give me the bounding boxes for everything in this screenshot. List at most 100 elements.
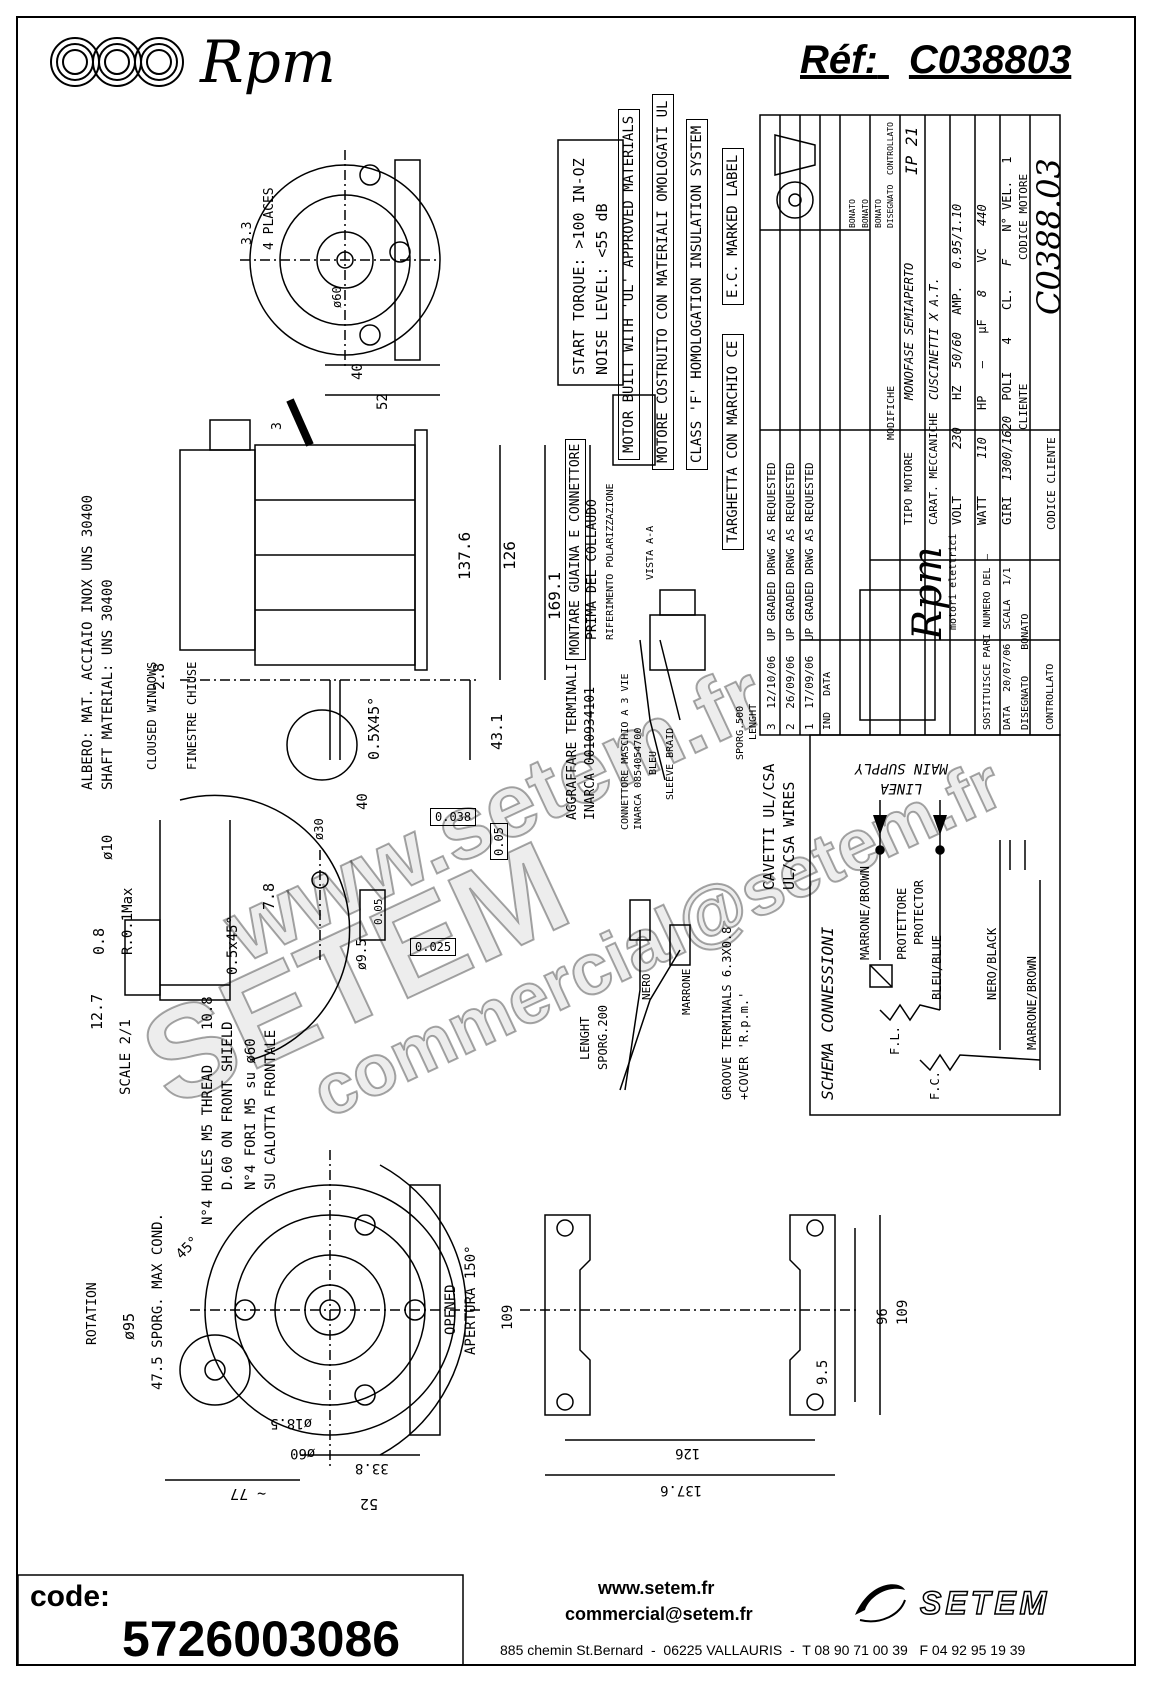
arrow-icon: [873, 815, 887, 835]
dim-3-3: 3.3: [240, 221, 255, 245]
dim-7-8: 7.8: [260, 882, 278, 910]
motor-front-view: [165, 1150, 480, 1481]
schema-fc: F.C.: [928, 1071, 942, 1100]
code-label: code:: [30, 1580, 111, 1613]
rev-header-ind: IND: [822, 711, 833, 730]
schema-bleu-blue: BLEU/BLUE: [930, 934, 944, 1000]
note-connector-2: INARCA 0854054700: [633, 727, 644, 830]
scala-value: 1/1: [1002, 567, 1013, 586]
carat-label: CARAT. MECCANICHE: [927, 412, 940, 525]
schema-protector: PROTECTOR: [912, 879, 926, 945]
rev-disegnato: DISEGNATO: [886, 184, 895, 228]
spec-box-torque: [557, 139, 624, 386]
rev-ind: 2: [784, 723, 797, 730]
dim-40: 40: [350, 363, 366, 380]
sostituisce-value: –: [982, 553, 993, 560]
ref-code: C038803: [908, 38, 1072, 82]
mounting-flanges: [520, 1214, 881, 1476]
spec-targhetta: TARGHETTA CON MARCHIO CE: [722, 333, 744, 550]
rev-modifiche: MODIFICHE: [886, 385, 897, 440]
footer-address: 885 chemin St.Bernard - 06225 VALLAURIS …: [500, 1642, 1026, 1658]
giri-row: GIRI 1300/1620 POLI 4 CL. F N° VEL. 1: [1000, 157, 1014, 525]
note-holes-it: N°4 FORI M5 su ø60: [243, 1038, 259, 1190]
linea: LINEA: [880, 780, 923, 796]
rev-sign-3: BONATO: [848, 199, 857, 228]
note-cover: +COVER 'R.p.m.': [737, 991, 751, 1100]
note-sleeve-2: PRIMA DEL COLLAUDO: [585, 499, 600, 640]
data-value: 20/07/06: [1002, 643, 1013, 692]
dim-2-8: 2.8: [150, 662, 168, 690]
note-nero: NERO: [640, 973, 653, 1001]
dim-phi-30: ø30: [312, 818, 326, 840]
disegnato-value: BONATO: [1020, 613, 1031, 650]
giri-value: 1300/1620: [1000, 415, 1014, 481]
spec-ul-materials: MOTOR BUILT WITH 'UL' APPROVED MATERIALS: [618, 108, 640, 460]
note-shaft-en: SHAFT MATERIAL: UNS 30400: [100, 579, 116, 790]
poli-label: POLI: [1000, 371, 1014, 401]
cl-value: F: [1000, 258, 1014, 267]
rpm-logo: Rpm: [45, 28, 375, 98]
rev-sign-2: BONATO: [861, 199, 870, 228]
dim-77: ~ 77: [230, 1485, 267, 1503]
tipo-motore-value: MONOFASE SEMIAPERTO: [902, 262, 916, 400]
hz-label: HZ: [950, 385, 964, 400]
schema-fl: F.L.: [888, 1026, 902, 1055]
rev-date: 26/09/06: [784, 655, 797, 709]
codice-cliente-label: CODICE CLIENTE: [1045, 437, 1058, 530]
note-marrone: MARRONE: [680, 968, 693, 1015]
tol-box-2: 0.025: [410, 938, 457, 956]
note-sleeve-braid: SLEEVE BRAID: [665, 727, 676, 800]
footer-email[interactable]: commercial@setem.fr: [565, 1604, 753, 1624]
dim-52-front: 52: [360, 1495, 379, 1513]
dim-r-0-1: R.0.1Max: [120, 887, 136, 955]
rev-header-date: DATA: [822, 671, 833, 696]
code-box: [17, 1574, 464, 1666]
spec-ul-materials-it: MOTORE COSTRUITO CON MATERIALI OMOLOGATI…: [652, 93, 674, 470]
brand-name: Rpm: [200, 28, 336, 96]
dim-phi-9-5: ø9.5: [355, 938, 370, 970]
dim-phi-18-5: ø18.5: [270, 1415, 313, 1431]
dim-9-5: 9.5: [815, 1359, 831, 1385]
vel-value: 1: [1000, 156, 1014, 164]
rev-sign-1: BONATO: [874, 199, 883, 228]
motor-side-view: [179, 364, 591, 781]
dim-126-flange: 126: [675, 1445, 701, 1461]
hz-value: 50/60: [950, 332, 964, 369]
rev-controllato: CONTROLLATO: [886, 122, 895, 175]
note-scale: SCALE 2/1: [118, 1019, 134, 1095]
note-holes-it-2: SU CALOTTA FRONTALE: [263, 1029, 279, 1190]
dim-169-1: 169.1: [545, 571, 564, 620]
dim-126: 126: [500, 541, 519, 570]
note-cables-ul-2: UL/CSA WIRES: [780, 781, 798, 890]
titleblock-logo: Rpm: [905, 546, 951, 640]
note-holes-en: N°4 HOLES M5 THREAD: [200, 1064, 216, 1225]
giri-label: GIRI: [1000, 496, 1014, 525]
tol-3: 0.05: [490, 823, 508, 860]
spec-class-f: CLASS 'F' HOMOLOGATION INSULATION SYSTEM: [686, 118, 708, 470]
arrow-icon: [933, 815, 947, 835]
rev-ind: 1: [803, 723, 816, 730]
volt-value: 230: [950, 427, 964, 449]
drawing-frame: [16, 16, 1136, 1666]
reference-header: Réf: C038803: [800, 38, 1071, 83]
dim-47-5: 47.5 SPORG. MAX COND.: [150, 1212, 166, 1390]
controllato-label: CONTROLLATO: [1045, 663, 1056, 730]
carat-value: CUSCINETTI X A.T.: [927, 277, 941, 400]
note-apertura: APERTURA 150°: [463, 1245, 479, 1355]
dim-0-5x45-b: 0.5x45°: [225, 915, 241, 975]
note-sleeve: MONTARE GUAINA E CONNETTORE: [565, 438, 586, 660]
projection-symbol-icon: [765, 125, 825, 225]
dim-43-1: 43.1: [488, 713, 506, 750]
dim-0-5x45: 0.5X45°: [365, 696, 383, 760]
rev-date: 12/10/06: [765, 655, 778, 709]
rev-desc: UP GRADED DRWG AS REQUESTED: [765, 462, 778, 642]
scala-label: SCALA: [1002, 599, 1013, 630]
cliente-label: CLIENTE: [1017, 383, 1030, 430]
note-hook: AGGRAFFARE TERMINALI: [565, 663, 580, 820]
codice-motore-label: CODICE MOTORE: [1017, 173, 1030, 260]
hp-label: HP: [975, 395, 989, 410]
setem-wordmark: SETEM: [919, 1584, 1051, 1622]
uf-value: 8: [975, 289, 989, 298]
schema-protettore: PROTETTORE: [895, 887, 909, 960]
swoosh-icon: [855, 1584, 906, 1623]
